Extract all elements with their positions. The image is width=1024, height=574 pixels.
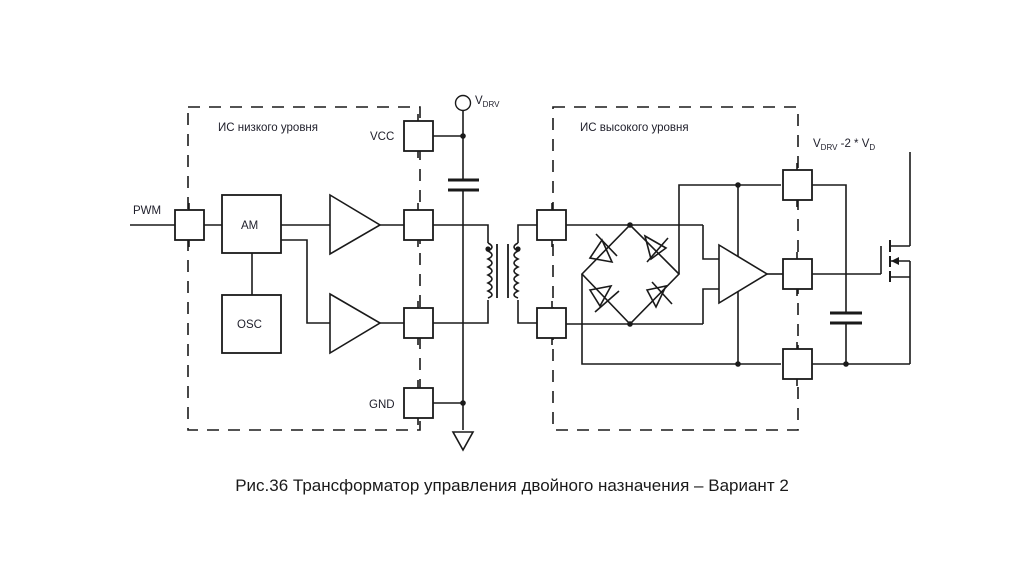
ground-icon: [451, 431, 475, 452]
high-side-return-pin: [782, 348, 813, 380]
driver-buffer-bottom: [329, 292, 382, 355]
osc-label: OSC: [237, 319, 262, 331]
high-side-supply-pin: [782, 169, 813, 201]
low-side-out-pin-b: [403, 307, 434, 339]
vdrv-label: VDRV: [475, 95, 500, 109]
pwm-pin: [174, 209, 205, 241]
low-side-ic-boundary: [187, 106, 421, 431]
high-side-gate-pin: [782, 258, 813, 290]
mosfet-icon: [880, 152, 911, 364]
low-side-ic-title: ИС низкого уровня: [218, 122, 318, 134]
high-side-driver-amplifier: [718, 243, 769, 305]
low-side-out-pin-a: [403, 209, 434, 241]
figure-caption: Рис.36 Трансформатор управления двойного…: [235, 476, 789, 495]
gnd-pin: [403, 387, 434, 419]
high-side-ic-title: ИС высокого уровня: [580, 122, 689, 134]
decoupling-capacitor-icon: [448, 178, 479, 192]
osc-block: [221, 294, 282, 354]
driver-buffer-top: [329, 193, 382, 256]
diode-bridge-icon: [580, 223, 681, 326]
vdrv-terminal-icon: [454, 94, 472, 112]
high-side-ic-boundary: [552, 106, 799, 431]
pwm-label: PWM: [133, 205, 161, 217]
output-supply-label: VDRV -2 * VD: [813, 138, 875, 152]
vcc-label: VCC: [370, 131, 394, 143]
pwm-input: [130, 209, 222, 241]
am-label: AM: [241, 220, 258, 232]
transformer-icon: [485, 242, 521, 299]
high-side-in-pin-b: [536, 307, 567, 339]
bootstrap-capacitor-icon: [830, 311, 862, 325]
vcc-pin: [403, 120, 434, 152]
high-side-in-pin-a: [536, 209, 567, 241]
vdrv-source: [454, 94, 472, 112]
gnd-label: GND: [369, 399, 395, 411]
